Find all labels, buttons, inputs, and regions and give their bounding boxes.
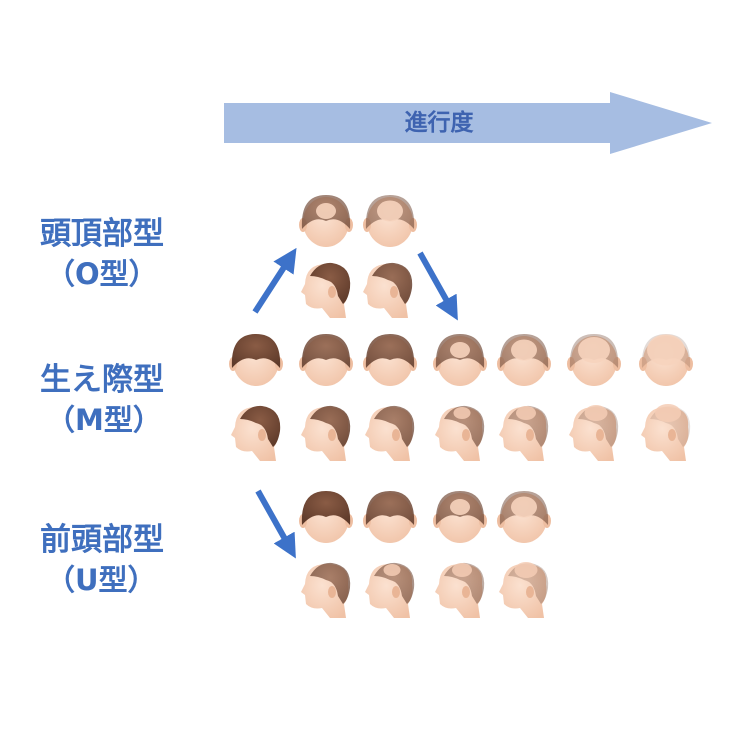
head-side-view-illustration [641, 404, 691, 461]
head-side-view-illustration [569, 405, 619, 461]
group-label-u: 前頭部型 （U型） [40, 525, 164, 595]
head-top-view-illustration [229, 334, 283, 386]
group-name-o: 頭頂部型 [40, 216, 164, 252]
head-side-view-illustration [365, 405, 415, 461]
head-side-view-illustration [365, 562, 415, 618]
group-subtype-m: （M型） [46, 403, 162, 437]
progress-label: 進行度 [404, 110, 474, 136]
head-side-view-illustration [435, 562, 485, 618]
head-top-view-illustration [567, 334, 621, 386]
group-label-o: 頭頂部型 （O型） [40, 219, 164, 289]
head-top-view-illustration [433, 334, 487, 386]
head-side-view-illustration [301, 262, 351, 318]
head-top-view-illustration [363, 491, 417, 543]
head-side-view-illustration [231, 405, 281, 461]
head-top-view-illustration [363, 195, 417, 247]
group-subtype-u: （U型） [46, 563, 157, 597]
head-top-view-illustration [299, 334, 353, 386]
head-top-view-illustration [299, 491, 353, 543]
head-top-view-illustration [363, 334, 417, 386]
head-top-view-illustration [639, 334, 693, 386]
head-top-view-illustration [433, 491, 487, 543]
flow-arrow-o-to-m [417, 251, 458, 321]
head-side-view-illustration [499, 562, 549, 618]
progress-arrow [224, 92, 712, 154]
head-side-view-illustration [363, 262, 413, 318]
flow-arrow-m-to-o [252, 247, 297, 314]
head-top-view-illustration [299, 195, 353, 247]
head-side-view-illustration [301, 405, 351, 461]
group-name-m: 生え際型 [40, 362, 164, 398]
head-top-view-illustration [497, 334, 551, 386]
group-name-u: 前頭部型 [40, 522, 164, 558]
head-top-view-illustration [497, 491, 551, 543]
flow-arrow-m-to-u [255, 489, 296, 559]
group-label-m: 生え際型 （M型） [40, 365, 164, 435]
group-subtype-o: （O型） [46, 257, 158, 291]
head-side-view-illustration [435, 405, 485, 461]
head-side-view-illustration [499, 405, 549, 461]
head-side-view-illustration [301, 562, 351, 618]
